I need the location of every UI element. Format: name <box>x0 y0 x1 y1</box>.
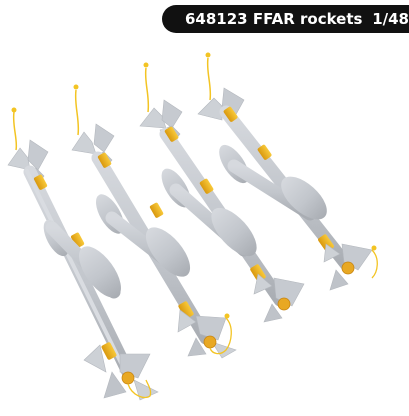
product-scale: 1/48 <box>372 10 409 28</box>
rocket-single-2 <box>96 194 191 277</box>
rocket-single-3 <box>161 168 257 257</box>
rocket-single-1 <box>43 219 121 299</box>
product-title-banner: 648123 FFAR rockets 1/48 <box>162 5 409 33</box>
product-name: FFAR rockets <box>252 10 363 28</box>
rocket-launcher-1 <box>7 107 159 401</box>
rocket-launcher-4 <box>197 52 378 291</box>
rocket-single-4 <box>219 144 327 221</box>
product-code: 648123 <box>185 10 248 28</box>
